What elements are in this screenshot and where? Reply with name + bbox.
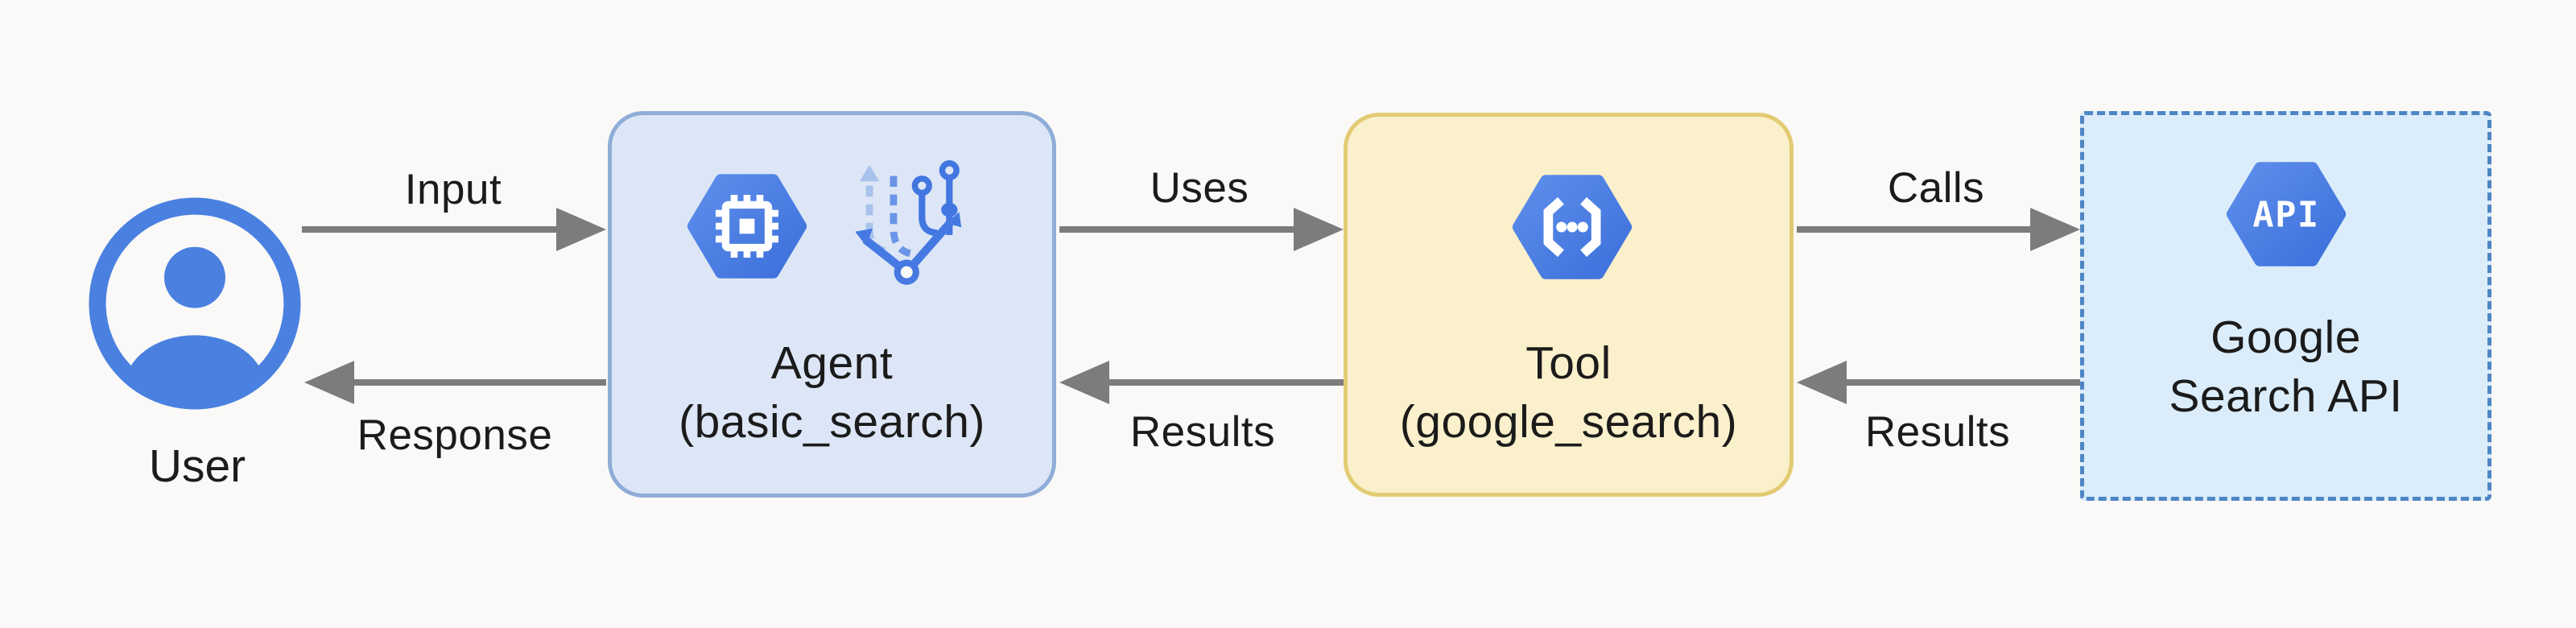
edge-calls-label: Calls — [1887, 164, 1985, 212]
google-search-api-node: API Google Search API — [2080, 111, 2491, 501]
user-circle-icon — [89, 197, 301, 410]
edge-results-tool-agent-label: Results — [1129, 408, 1276, 456]
api-node-label: Google Search API — [2084, 308, 2487, 426]
edge-calls-line — [1797, 226, 2031, 233]
edge-input-line — [302, 226, 557, 233]
edge-calls-arrowhead — [2030, 208, 2080, 251]
edge-response-label: Response — [357, 411, 553, 459]
cloud-functions-hexagon-icon — [1512, 175, 1633, 279]
edge-uses-line — [1059, 226, 1294, 233]
api-subtitle: Search API — [2169, 370, 2403, 422]
edge-input-arrowhead — [556, 208, 606, 251]
edge-response-line — [354, 379, 606, 386]
agent-title: Agent — [770, 337, 894, 389]
edge-results-api-tool-arrowhead — [1797, 361, 1847, 404]
edge-response-arrowhead — [304, 361, 354, 404]
edge-uses-label: Uses — [1150, 164, 1249, 212]
edge-input-label: Input — [404, 166, 502, 213]
cpu-hexagon-icon — [687, 174, 807, 279]
tool-node: Tool (google_search) — [1344, 113, 1794, 497]
edge-results-api-tool-line — [1847, 379, 2080, 386]
tool-title: Tool — [1525, 337, 1612, 389]
agent-node-label: Agent (basic_search) — [612, 334, 1052, 452]
api-title: Google — [2211, 312, 2361, 363]
edge-results-api-tool-label: Results — [1864, 408, 2011, 456]
tool-subtitle: (google_search) — [1399, 396, 1738, 448]
edge-uses-arrowhead — [1294, 208, 1344, 251]
edge-results-tool-agent-line — [1109, 379, 1344, 386]
user-node-label: User — [148, 440, 246, 492]
vertex-ai-branch-icon — [855, 160, 962, 285]
api-icon-text: API — [2252, 195, 2320, 236]
api-hexagon-icon: API — [2226, 162, 2347, 266]
tool-node-label: Tool (google_search) — [1348, 334, 1790, 452]
agent-subtitle: (basic_search) — [679, 396, 985, 448]
agent-node: Agent (basic_search) — [608, 111, 1056, 498]
edge-results-tool-agent-arrowhead — [1059, 361, 1109, 404]
